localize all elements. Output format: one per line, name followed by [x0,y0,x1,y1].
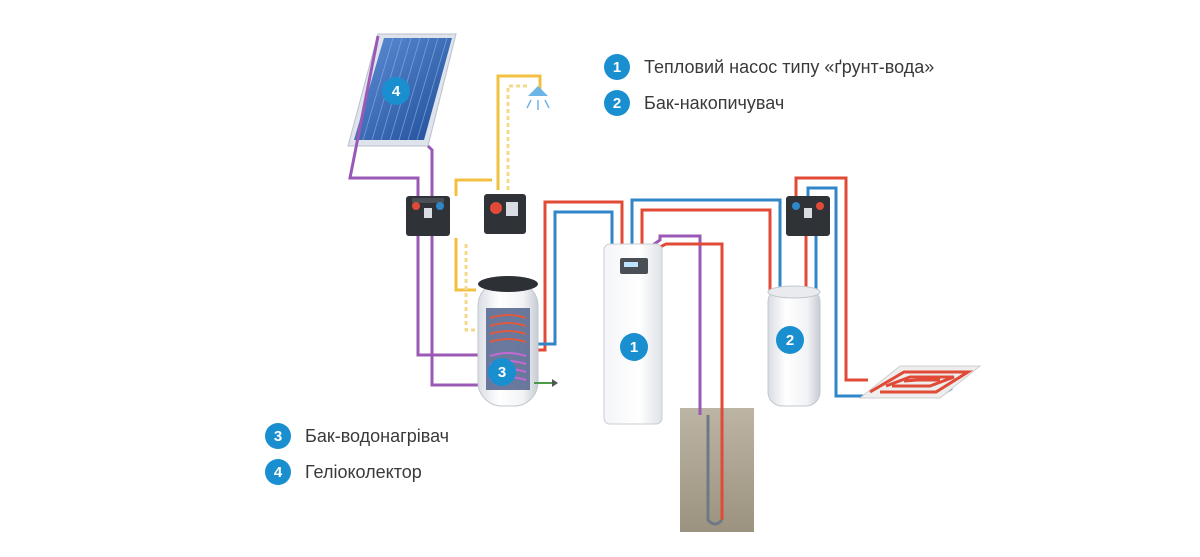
storage-tank-marker: 2 [776,326,804,354]
floor-heating-coil [858,365,982,399]
legend-item-heat-pump: 1 Тепловий насос типу «ґрунт-вода» [604,53,934,81]
legend-item-solar-collector: 4 Геліоколектор [265,458,422,486]
shower-head-icon [526,86,550,110]
legend-item-storage-tank: 2 Бак-накопичувач [604,89,784,117]
solar-control-module [406,196,450,236]
legend-badge: 4 [265,459,291,485]
legend-label: Геліоколектор [305,461,422,482]
legend-badge: 2 [604,90,630,116]
legend-item-water-heater: 3 Бак-водонагрівач [265,422,449,450]
dhw-control-module [484,194,526,234]
heating-circuit-pipes [534,176,953,398]
solar-collector-marker: 4 [382,77,410,105]
heating-control-module [786,196,830,236]
legend-badge: 3 [265,423,291,449]
heat-pump-marker: 1 [620,333,648,361]
solar-loop-pipes [348,35,480,387]
legend-label: Бак-накопичувач [644,92,785,113]
hot-water-pipes [454,74,542,332]
legend-label: Бак-водонагрівач [305,425,450,446]
legend-badge: 1 [604,54,630,80]
water-heater-marker: 3 [488,358,516,386]
legend-label: Тепловий насос типу «ґрунт-вода» [644,56,935,77]
